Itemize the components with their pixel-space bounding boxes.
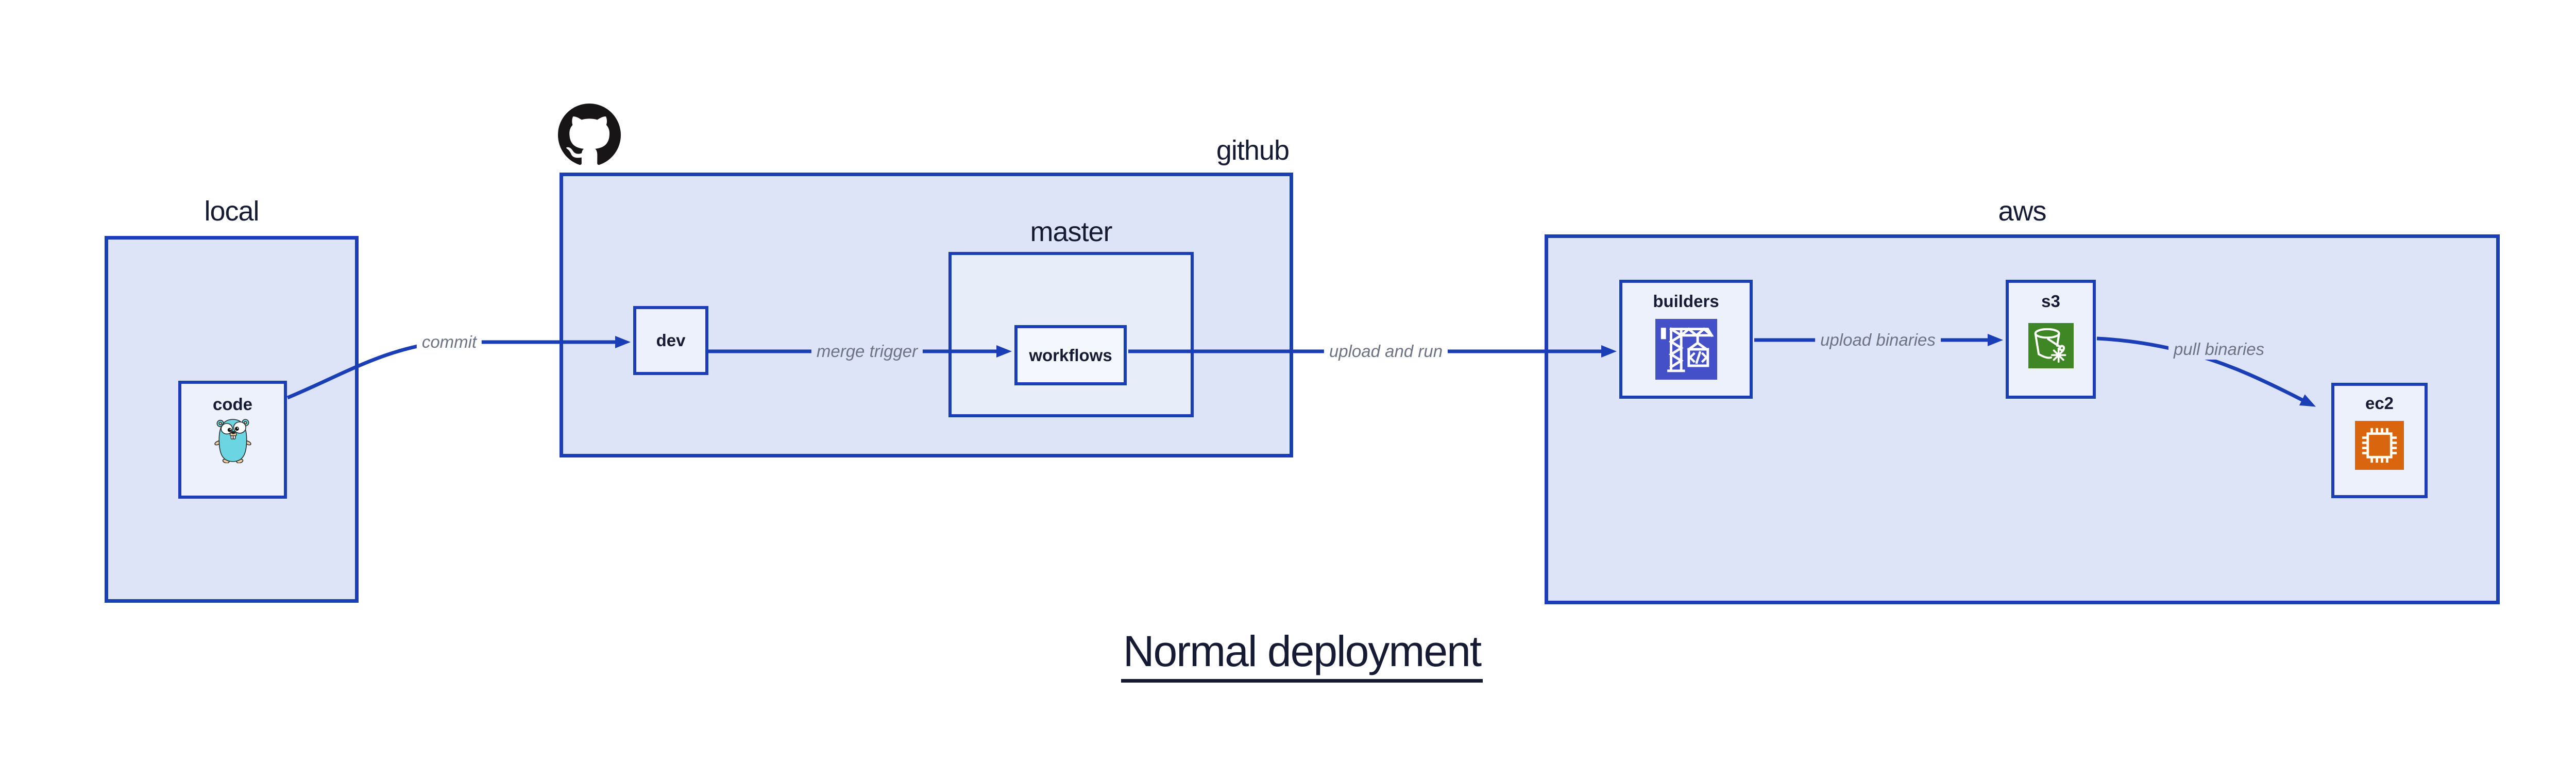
- builders-node-label: builders: [1653, 292, 1719, 311]
- github-octocat-icon: [558, 104, 621, 165]
- dev-node: dev: [633, 306, 708, 375]
- builders-node: builders: [1619, 280, 1753, 399]
- codebuild-crane-icon: [1655, 319, 1717, 380]
- s3-bucket-icon: [2028, 323, 2074, 368]
- ec2-chip-icon: [2355, 421, 2404, 470]
- ec2-node: ec2: [2331, 383, 2428, 498]
- edge-upload-and-run-label: upload and run: [1324, 341, 1448, 362]
- code-node: code: [178, 381, 287, 499]
- code-node-label: code: [212, 395, 253, 414]
- ec2-node-label: ec2: [2365, 394, 2394, 413]
- local-group-label: local: [204, 196, 259, 227]
- dev-node-label: dev: [656, 331, 686, 350]
- edge-upload-binaries-label: upload binaries: [1815, 330, 1941, 350]
- go-gopher-icon: [214, 419, 251, 463]
- workflows-node: workflows: [1014, 325, 1127, 385]
- aws-group-label: aws: [1998, 196, 2046, 227]
- github-group-label: github: [1216, 135, 1290, 166]
- master-group-label: master: [1030, 216, 1112, 247]
- edge-merge-trigger-label: merge trigger: [811, 341, 923, 362]
- workflows-node-label: workflows: [1029, 345, 1112, 365]
- diagram-title-text: Normal deployment: [1121, 627, 1483, 683]
- diagram-title: Normal deployment: [0, 627, 2576, 683]
- edge-pull-binaries-label: pull binaries: [2168, 339, 2270, 360]
- s3-node-label: s3: [2041, 292, 2060, 311]
- s3-node: s3: [2006, 280, 2096, 399]
- edge-commit-label: commit: [416, 332, 482, 352]
